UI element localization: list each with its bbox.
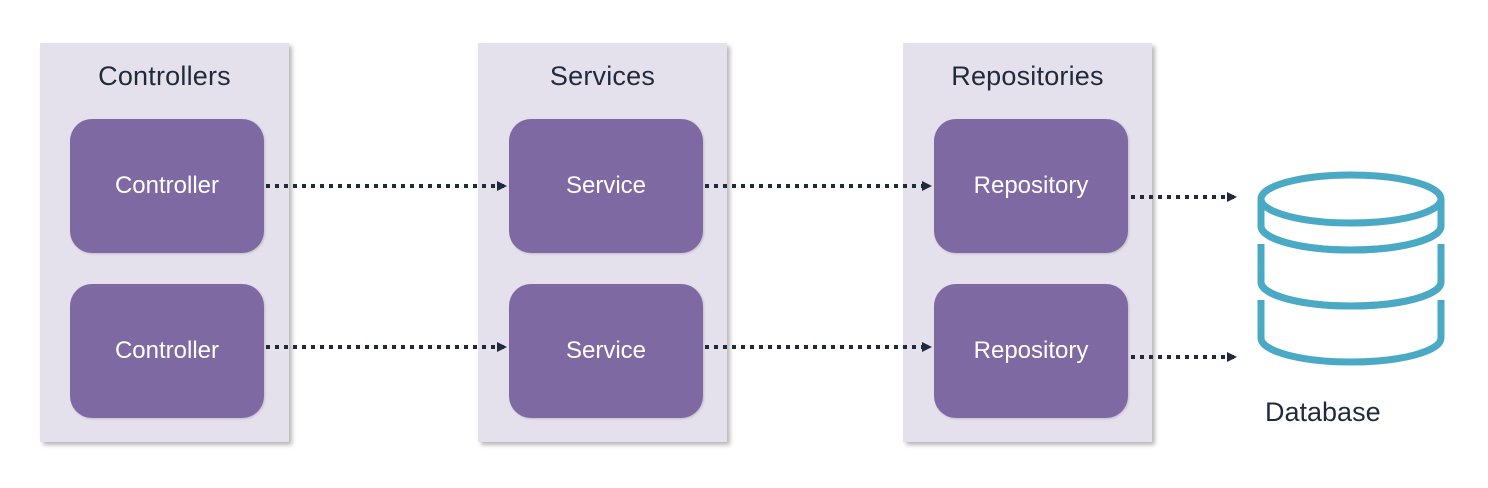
controller-box-2-label: Controller <box>114 337 220 364</box>
service-box-2: Service <box>509 284 703 418</box>
repository-box-2: Repository <box>934 284 1128 418</box>
repository-box-1-label: Repository <box>973 172 1089 199</box>
controller-box-1: Controller <box>70 119 264 253</box>
repository-box-2-label: Repository <box>973 337 1089 364</box>
service-box-1-label: Service <box>565 172 647 199</box>
database-cylinder-icon <box>1257 171 1445 366</box>
controllers-layer-title: Controllers <box>98 61 231 91</box>
database-label: Database <box>1265 397 1381 427</box>
controller-box-2: Controller <box>70 284 264 418</box>
repositories-layer-title: Repositories <box>951 61 1104 91</box>
services-layer-title: Services <box>549 61 656 91</box>
service-box-2-label: Service <box>565 337 647 364</box>
controller-box-1-label: Controller <box>114 172 220 199</box>
repository-box-1: Repository <box>934 119 1128 253</box>
service-box-1: Service <box>509 119 703 253</box>
